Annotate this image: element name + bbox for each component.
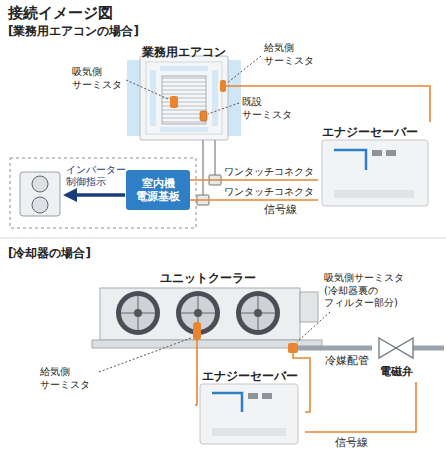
art-part xyxy=(262,393,272,399)
intake-thermistor xyxy=(288,343,298,353)
energy-saver: エナジーセーバー xyxy=(318,122,438,210)
outdoor-area xyxy=(10,158,196,228)
connector-line xyxy=(231,86,430,122)
signal-label: インバーター 制御指示 xyxy=(66,164,126,188)
connector-line xyxy=(195,352,197,405)
outdoor-fan xyxy=(32,176,48,192)
art-part xyxy=(194,309,202,317)
cooler-fan xyxy=(116,291,160,335)
energy-saver-device xyxy=(322,140,428,206)
aircon-unit: 業務用エアコン xyxy=(137,42,231,140)
outdoor-unit xyxy=(20,172,60,216)
energy-saver: エナジーセーバー xyxy=(195,366,305,450)
refrigerant-pipe xyxy=(413,346,444,351)
section-divider xyxy=(0,238,446,239)
outdoor-fan xyxy=(32,197,48,213)
supply-thermistor xyxy=(193,322,201,340)
solenoid-valve: 電磁弁 xyxy=(372,334,420,382)
part-label: 吸気側サーミスタ (冷却器裏の フィルター部分) xyxy=(324,272,404,310)
art-part xyxy=(121,296,155,330)
art-part xyxy=(322,140,428,206)
art-part xyxy=(248,393,258,399)
thermistor-wire xyxy=(226,85,231,87)
leader-line xyxy=(126,80,168,99)
part-label: 給気側 サーミスタ xyxy=(40,366,90,391)
section-heading: [冷却器の場合] xyxy=(8,246,91,261)
connector-line xyxy=(190,199,318,201)
leader-line xyxy=(208,103,239,114)
power-board-box: 室内機 電源基板 xyxy=(126,170,190,210)
leader-line xyxy=(297,312,330,342)
existing-thermistor xyxy=(200,111,207,121)
air-slot xyxy=(150,70,156,126)
node-label: ユニットクーラー xyxy=(160,271,256,286)
energy-saver-device xyxy=(200,384,298,444)
connector-label: ワンタッチコネクタ xyxy=(224,186,314,199)
art-part xyxy=(386,150,396,156)
node-label: エナジーセーバー xyxy=(202,369,298,383)
valve-symbol xyxy=(379,338,413,358)
node-label: 電磁弁 xyxy=(380,365,413,379)
cooler-fan xyxy=(236,291,280,335)
art-part xyxy=(134,309,142,317)
air-slot xyxy=(212,70,218,126)
connector-label: 信号線 xyxy=(333,436,370,450)
connector-label: ワンタッチコネクタ xyxy=(224,166,314,179)
leader-line xyxy=(227,56,261,83)
art-part xyxy=(254,309,262,317)
art-part xyxy=(200,384,298,444)
art-part xyxy=(212,393,242,412)
cooler-body xyxy=(100,288,300,340)
air-slot xyxy=(160,66,208,71)
connector-line xyxy=(305,382,416,432)
sensor-wire xyxy=(214,140,215,175)
cassette-inner xyxy=(146,62,222,134)
art-part xyxy=(372,150,382,156)
section-heading: [業務用エアコンの場合] xyxy=(8,24,139,39)
sensor-wire xyxy=(202,140,203,195)
inverter-arrow xyxy=(70,193,125,197)
art-part xyxy=(116,291,160,335)
air-slot xyxy=(160,127,208,132)
supply-thermistor xyxy=(220,80,226,92)
thermistor-wire xyxy=(196,340,198,352)
connector-line xyxy=(320,346,372,351)
node-label: 業務用エアコン xyxy=(142,45,226,60)
art-part xyxy=(241,296,275,330)
unit-cooler: ユニットクーラー xyxy=(95,268,320,352)
diagram-title: 接続イメージ図 xyxy=(8,4,113,23)
cassette-panel xyxy=(140,56,228,140)
part-label: 吸気側 サーミスタ xyxy=(72,66,122,91)
connector-label: 信号線 xyxy=(262,203,299,217)
leader-line xyxy=(99,338,191,372)
intake-thermistor xyxy=(170,96,178,108)
part-label: 既設 サーミスタ xyxy=(242,96,292,121)
art-part xyxy=(334,190,414,198)
node-label: エナジーセーバー xyxy=(322,125,418,139)
node-label: 室内機 電源基板 xyxy=(136,177,180,203)
part-label: 給気側 サーミスタ xyxy=(264,42,314,67)
connector-label: 冷媒配管 xyxy=(323,354,371,368)
cooler-box xyxy=(300,292,318,322)
art-part xyxy=(212,428,286,436)
cooler-base xyxy=(92,340,322,348)
art-part xyxy=(236,291,280,335)
art-part xyxy=(334,150,366,170)
connector-line xyxy=(190,179,318,181)
grille xyxy=(162,76,206,124)
